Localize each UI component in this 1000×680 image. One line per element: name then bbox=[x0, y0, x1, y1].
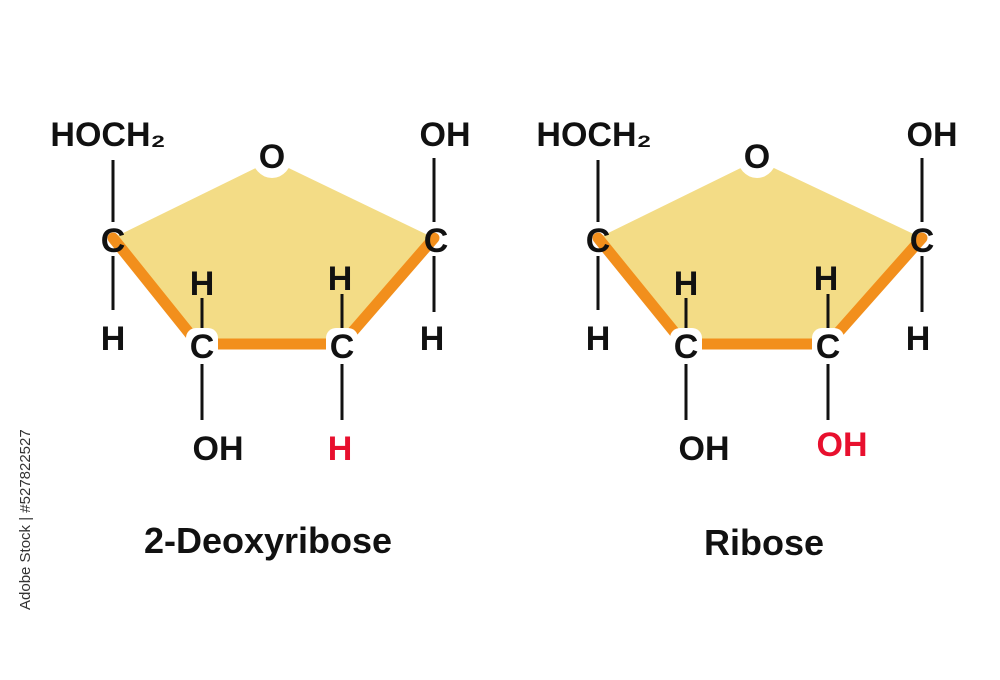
ring-fill bbox=[598, 160, 922, 344]
c1-oh-label: OH bbox=[907, 116, 958, 154]
molecule-ribose: HOCH₂ O OH C C H H H H C C OH OH Ribose bbox=[536, 116, 957, 563]
molecule-2-deoxyribose: HOCH₂ O OH C C H H H H C C OH H 2-Deoxyr… bbox=[50, 116, 470, 561]
c4-label: C bbox=[586, 222, 611, 260]
c3-h-label: H bbox=[674, 265, 699, 303]
c2-substituent-highlight: OH bbox=[817, 426, 868, 464]
c4-h-label: H bbox=[586, 320, 611, 358]
ring-fill bbox=[113, 160, 434, 344]
c2-label: C bbox=[330, 328, 355, 366]
c1-h-label: H bbox=[420, 320, 445, 358]
c2-h-top-label: H bbox=[328, 260, 353, 298]
c2-substituent-highlight: H bbox=[328, 430, 353, 468]
molecule-caption: Ribose bbox=[704, 522, 824, 563]
c2-label: C bbox=[816, 328, 841, 366]
ring-oxygen-label: O bbox=[259, 138, 285, 176]
stock-id-label: Adobe Stock | #527822527 bbox=[17, 429, 34, 610]
c1-label: C bbox=[910, 222, 935, 260]
c4-h-label: H bbox=[101, 320, 126, 358]
ring-front-edge bbox=[592, 232, 928, 350]
hoch2-label: HOCH₂ bbox=[536, 116, 651, 154]
c3-label: C bbox=[674, 328, 699, 366]
c3-label: C bbox=[190, 328, 215, 366]
c3-h-label: H bbox=[190, 265, 215, 303]
c3-oh-label: OH bbox=[193, 430, 244, 468]
c1-oh-label: OH bbox=[420, 116, 471, 154]
hoch2-label: HOCH₂ bbox=[50, 116, 165, 154]
c2-h-label: H bbox=[814, 260, 839, 298]
c4-label: C bbox=[101, 222, 126, 260]
c3-oh-label: OH bbox=[679, 430, 730, 468]
ring-oxygen-label: O bbox=[744, 138, 770, 176]
c1-label: C bbox=[424, 222, 449, 260]
molecule-caption: 2-Deoxyribose bbox=[144, 520, 392, 561]
ring-front-edge bbox=[107, 232, 440, 350]
c1-h-label: H bbox=[906, 320, 931, 358]
